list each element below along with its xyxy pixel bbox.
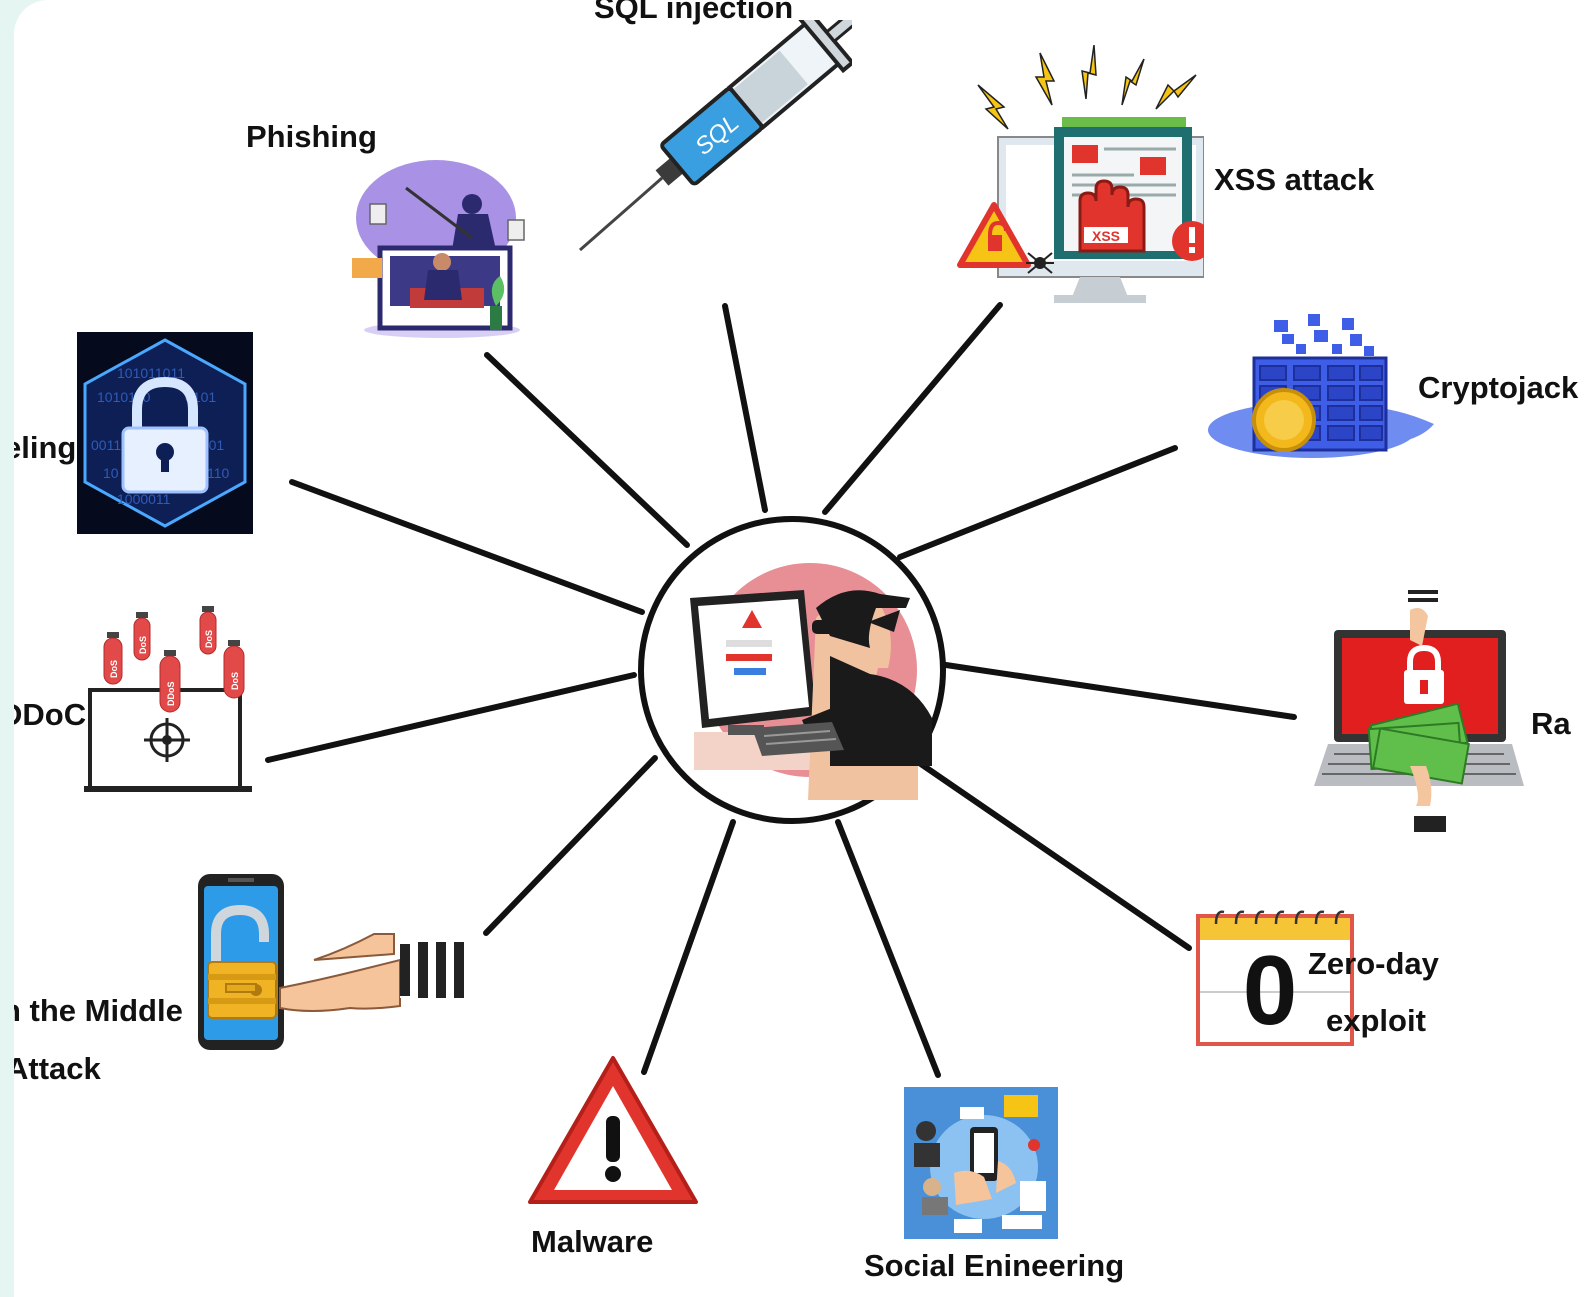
label-mitm: n the Middle [14,993,183,1028]
spoke-sql [722,303,768,513]
label-tunneling: eling [14,430,77,465]
label-sql-injection: SQL injection [594,0,794,25]
label-zero-day: Zero-day [1308,946,1439,981]
label-malware: Malware [531,1224,654,1259]
browser-warning-icon: XSS [957,45,1204,303]
spoke-xss [822,302,1003,515]
label-phishing: Phishing [246,119,377,154]
diagram-canvas: SQL SQL injection Phishing [14,0,1585,1297]
label-cryptojacking: Cryptojack [1418,370,1579,405]
svg-text:110: 110 [207,465,230,481]
svg-text:0011: 0011 [91,437,121,453]
ddos-label: DDoS [166,682,176,707]
spoke-ddos [265,672,637,763]
xss-hand-label: XSS [1092,228,1120,244]
phone-lock-icon [198,874,464,1050]
svg-text:10: 10 [103,465,119,481]
dos-label-3: DoS [204,630,214,648]
hacker-at-computer-icon [638,516,946,824]
dos-label-4: DoS [230,672,240,690]
spoke-ransom [943,662,1297,720]
phishing-hacker-icon [352,160,525,338]
dos-label-2: DoS [138,636,148,654]
ransomware-laptop-icon [1314,590,1524,832]
label-ransomware: Ra [1531,706,1571,741]
svg-text:101011011: 101011011 [117,365,185,381]
calendar-zero-icon: 0 [1196,910,1354,1046]
spoke-phishing [484,352,690,548]
spoke-zeroday [915,759,1192,951]
spoke-malware [641,819,736,1075]
label-zero-day-line2: exploit [1326,1003,1426,1038]
label-mitm-line2: Attack [14,1051,101,1086]
label-xss-attack: XSS attack [1214,162,1375,197]
svg-text:1000011: 1000011 [117,491,171,507]
server-bitcoin-icon [1208,314,1434,458]
zero-digit: 0 [1243,935,1298,1045]
spoke-crypto [897,445,1178,560]
label-social-engineering: Social Enineering [864,1248,1125,1283]
social-engineering-icon [904,1087,1058,1239]
syringe-icon: SQL [579,20,852,252]
dos-label-1: DoS [109,660,119,678]
spoke-tunneling [289,479,645,615]
warning-triangle-icon [528,1056,698,1204]
spoke-mitm [483,755,658,936]
label-ddos: DDoC [14,697,87,732]
spokes-layer [265,302,1297,1078]
ddos-bombs-icon: DoS DoS DDoS DoS DoS [84,606,252,792]
spoke-social [835,819,941,1078]
